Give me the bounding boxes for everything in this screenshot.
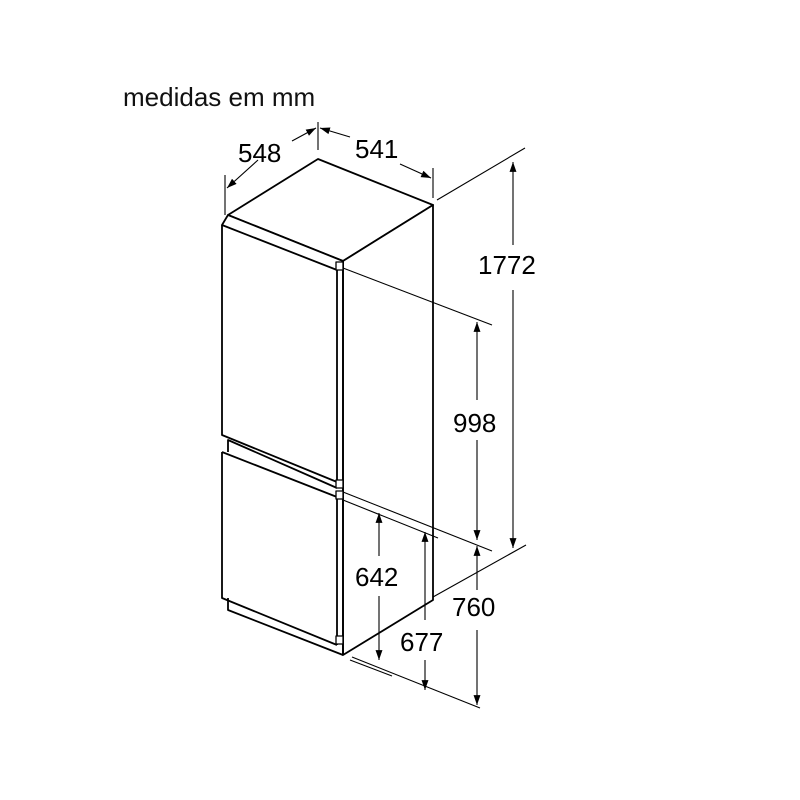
dim-upper-label: 998 — [453, 408, 496, 438]
fridge-body — [221, 158, 434, 656]
dimension-lines — [224, 122, 527, 709]
dim-depth-label: 548 — [238, 138, 281, 168]
dim-lower-section-label: 760 — [452, 592, 495, 622]
dim-niche-label: 677 — [400, 627, 443, 657]
dim-width-label: 541 — [355, 134, 398, 164]
diagram-title: medidas em mm — [123, 82, 316, 112]
dimension-labels: 548 541 1772 998 642 760 677 — [238, 134, 536, 657]
dim-total-height-label: 1772 — [478, 250, 536, 280]
dim-lower-door-label: 642 — [355, 562, 398, 592]
